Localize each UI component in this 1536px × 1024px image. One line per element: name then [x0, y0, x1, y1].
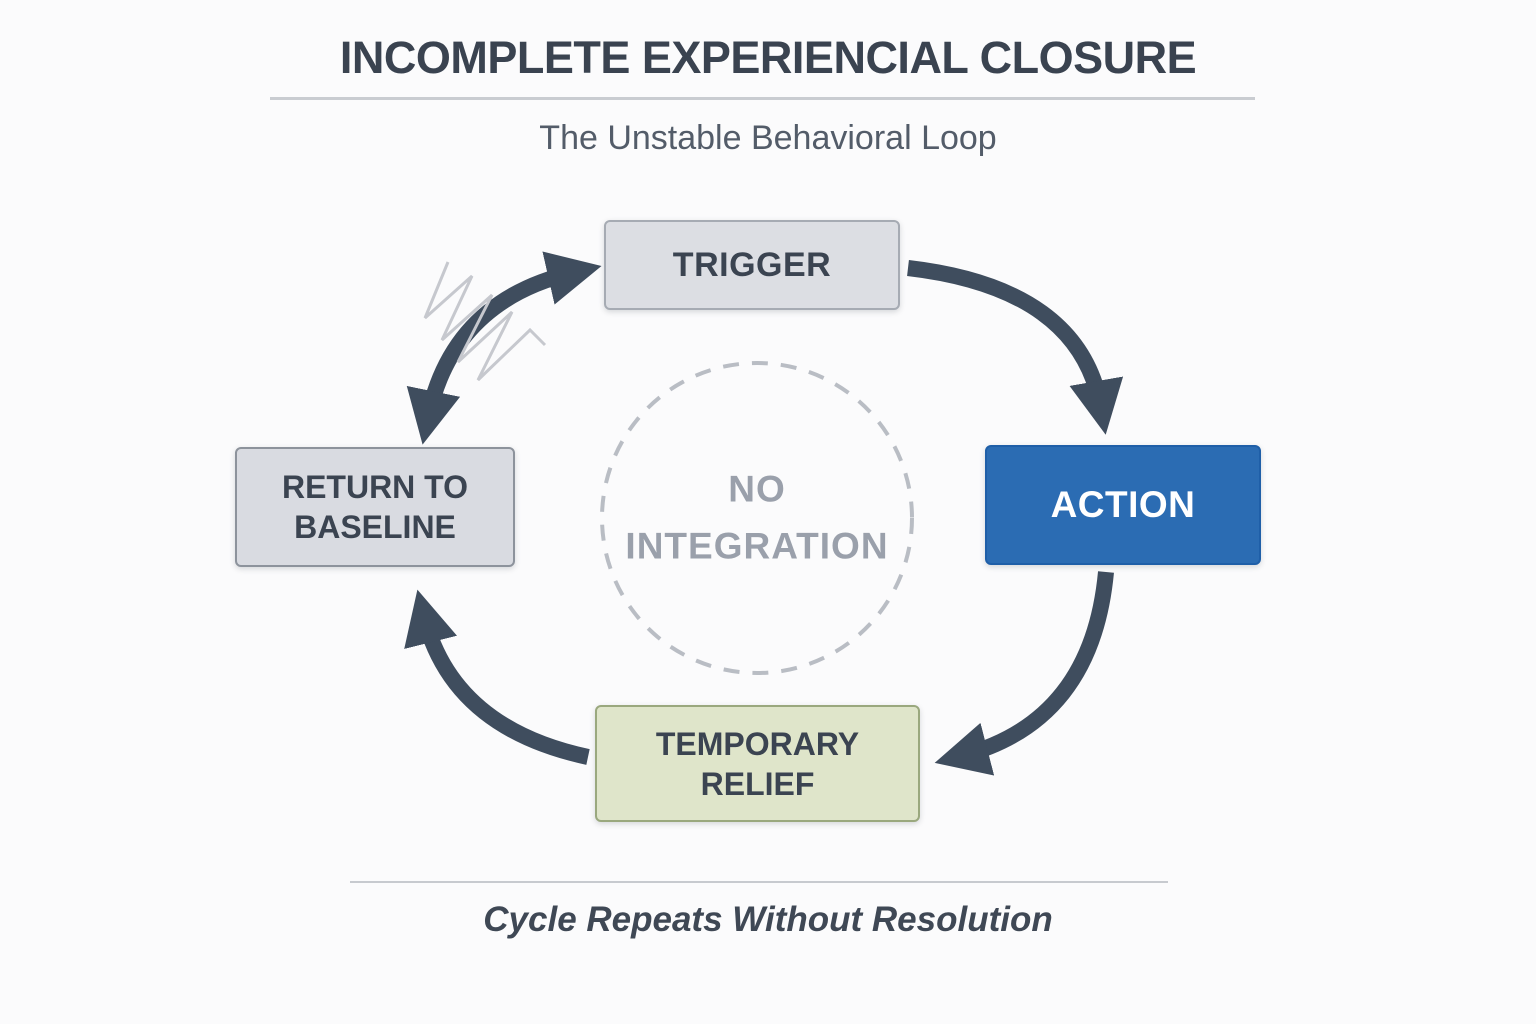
footer-caption: Cycle Repeats Without Resolution — [483, 900, 1053, 939]
instability-zigzag-icon — [423, 261, 547, 382]
arrow-trigger-to-action — [907, 260, 1124, 435]
node-return-to-baseline-label: RETURN TO BASELINE — [281, 469, 469, 545]
no-integration-label: NO INTEGRATION — [625, 468, 889, 567]
node-action: ACTION — [985, 445, 1261, 565]
title-divider — [270, 97, 1255, 100]
page-subtitle: The Unstable Behavioral Loop — [539, 119, 997, 157]
no-integration-circle — [600, 361, 914, 675]
arrow-action-to-relief — [934, 571, 1114, 776]
node-temporary-relief: TEMPORARY RELIEF — [595, 705, 920, 822]
node-action-label: ACTION — [1050, 484, 1196, 525]
node-trigger-label: TRIGGER — [672, 245, 832, 284]
footer-divider — [350, 881, 1168, 883]
page-title: INCOMPLETE EXPERIENCIAL CLOSURE — [339, 32, 1197, 83]
node-temporary-relief-label: TEMPORARY RELIEF — [655, 725, 860, 802]
arrow-relief-to-baseline — [404, 589, 590, 765]
node-return-to-baseline: RETURN TO BASELINE — [235, 447, 515, 567]
node-trigger: TRIGGER — [604, 220, 900, 310]
